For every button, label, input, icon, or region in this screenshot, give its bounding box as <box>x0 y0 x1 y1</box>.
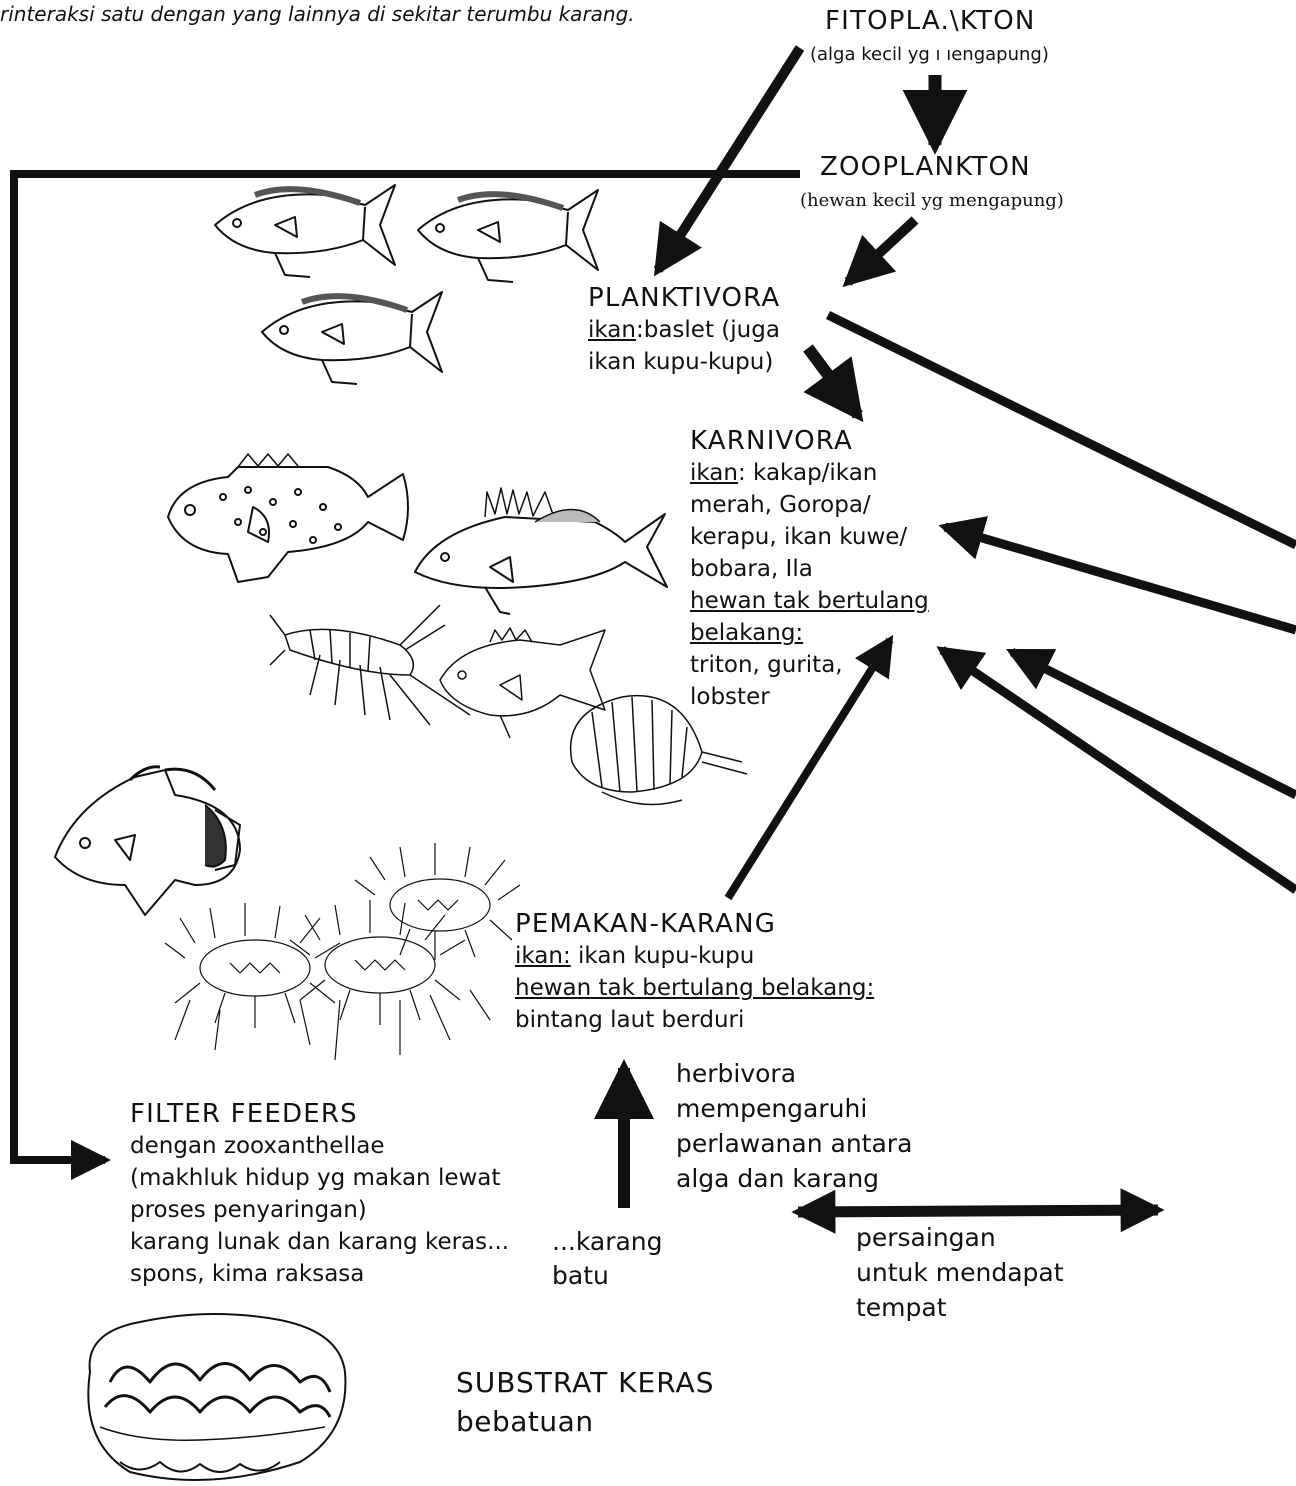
herbivora-note-block: herbivora mempengaruhi perlawanan antara… <box>676 1056 912 1196</box>
karnivora-title: KARNIVORA <box>690 425 929 457</box>
karnivora-invert-line: lobster <box>690 681 929 713</box>
lobster <box>270 605 470 725</box>
substrat-subtitle: bebatuan <box>456 1405 594 1438</box>
filter-feeders-line: karang lunak dan karang keras... <box>130 1226 509 1258</box>
intro-text-fragment: rinteraksi satu dengan yang lainnya di s… <box>0 2 635 26</box>
karnivora-fish-text: : kakap/ikan <box>738 460 877 486</box>
herbivora-note-line: herbivora <box>676 1056 912 1091</box>
karnivora-line: bobara, Ila <box>690 553 929 585</box>
karnivora-invert-label-1: hewan tak bertulang <box>690 585 929 617</box>
persaingan-line: tempat <box>856 1290 1064 1325</box>
planktivora-title: PLANKTIVORA <box>588 282 780 314</box>
karnivora-block: KARNIVORA ikan: kakap/ikan merah, Goropa… <box>690 425 929 713</box>
karang-batu-line: ...karang <box>552 1225 663 1259</box>
karang-batu-block: ...karang batu <box>552 1225 663 1293</box>
persaingan-block: persaingan untuk mendapat tempat <box>856 1220 1064 1325</box>
filter-feeders-line: dengan zooxanthellae <box>130 1130 509 1162</box>
zooplankton-title: ZOOPLANKTON <box>820 152 1031 182</box>
food-web-arrows <box>14 48 1296 1212</box>
karang-batu-line: batu <box>552 1259 663 1293</box>
arrow-zooplankton-to-planktivora <box>848 220 915 282</box>
snapper-fish <box>415 488 667 614</box>
giant-clam <box>88 1314 345 1480</box>
pemakan-fish-label: ikan: <box>515 943 571 969</box>
filter-feeders-line: spons, kima raksasa <box>130 1258 509 1290</box>
pemakan-karang-block: PEMAKAN-KARANG ikan: ikan kupu-kupu hewa… <box>515 908 874 1036</box>
arrow-planktivora-to-karnivora <box>808 348 858 415</box>
karnivora-invert-line: triton, gurita, <box>690 649 929 681</box>
karnivora-fish-label: ikan <box>690 460 738 486</box>
planktivora-fish-label: ikan <box>588 317 636 343</box>
arrow-fitoplankton-to-planktivora <box>658 48 800 270</box>
grouper-fish <box>168 454 408 582</box>
karnivora-line: merah, Goropa/ <box>690 489 929 521</box>
fitoplankton-title: FITOPLA.\KTON <box>825 6 1036 36</box>
planktivore-fish-school <box>215 185 598 384</box>
herbivora-note-line: alga dan karang <box>676 1161 912 1196</box>
filter-feeders-line: proses penyaringan) <box>130 1194 509 1226</box>
pemakan-fish-text: ikan kupu-kupu <box>571 943 755 969</box>
pemakan-karang-title: PEMAKAN-KARANG <box>515 908 874 940</box>
arrow-right1-to-karnivora <box>945 527 1296 630</box>
herbivora-note-line: mempengaruhi <box>676 1091 912 1126</box>
zooplankton-subtitle: (hewan kecil yg mengapung) <box>800 190 1064 211</box>
small-reef-fish <box>440 628 605 738</box>
pemakan-invert-text: bintang laut berduri <box>515 1004 874 1036</box>
karnivora-invert-label-2: belakang: <box>690 617 929 649</box>
persaingan-line: persaingan <box>856 1220 1064 1255</box>
filter-feeders-line: (makhluk hidup yg makan lewat <box>130 1162 509 1194</box>
butterflyfish <box>55 767 240 915</box>
filter-feeders-title: FILTER FEEDERS <box>130 1098 509 1130</box>
karnivora-line: kerapu, ikan kuwe/ <box>690 521 929 553</box>
pemakan-invert-label: hewan tak bertulang belakang: <box>515 972 874 1004</box>
filter-feeders-block: FILTER FEEDERS dengan zooxanthellae (mak… <box>130 1098 509 1290</box>
arrow-persaingan-double <box>798 1210 1158 1212</box>
persaingan-line: untuk mendapat <box>856 1255 1064 1290</box>
crown-of-thorns-starfish <box>165 843 520 1060</box>
herbivora-note-line: perlawanan antara <box>676 1126 912 1161</box>
planktivora-line3: ikan kupu-kupu) <box>588 346 780 378</box>
fitoplankton-subtitle: (alga kecil yg ı ıengapung) <box>810 44 1049 65</box>
planktivora-block: PLANKTIVORA ikan:baslet (juga ikan kupu-… <box>588 282 780 378</box>
planktivora-fish-text: :baslet (juga <box>636 317 780 343</box>
substrat-title: SUBSTRAT KERAS <box>456 1366 714 1399</box>
